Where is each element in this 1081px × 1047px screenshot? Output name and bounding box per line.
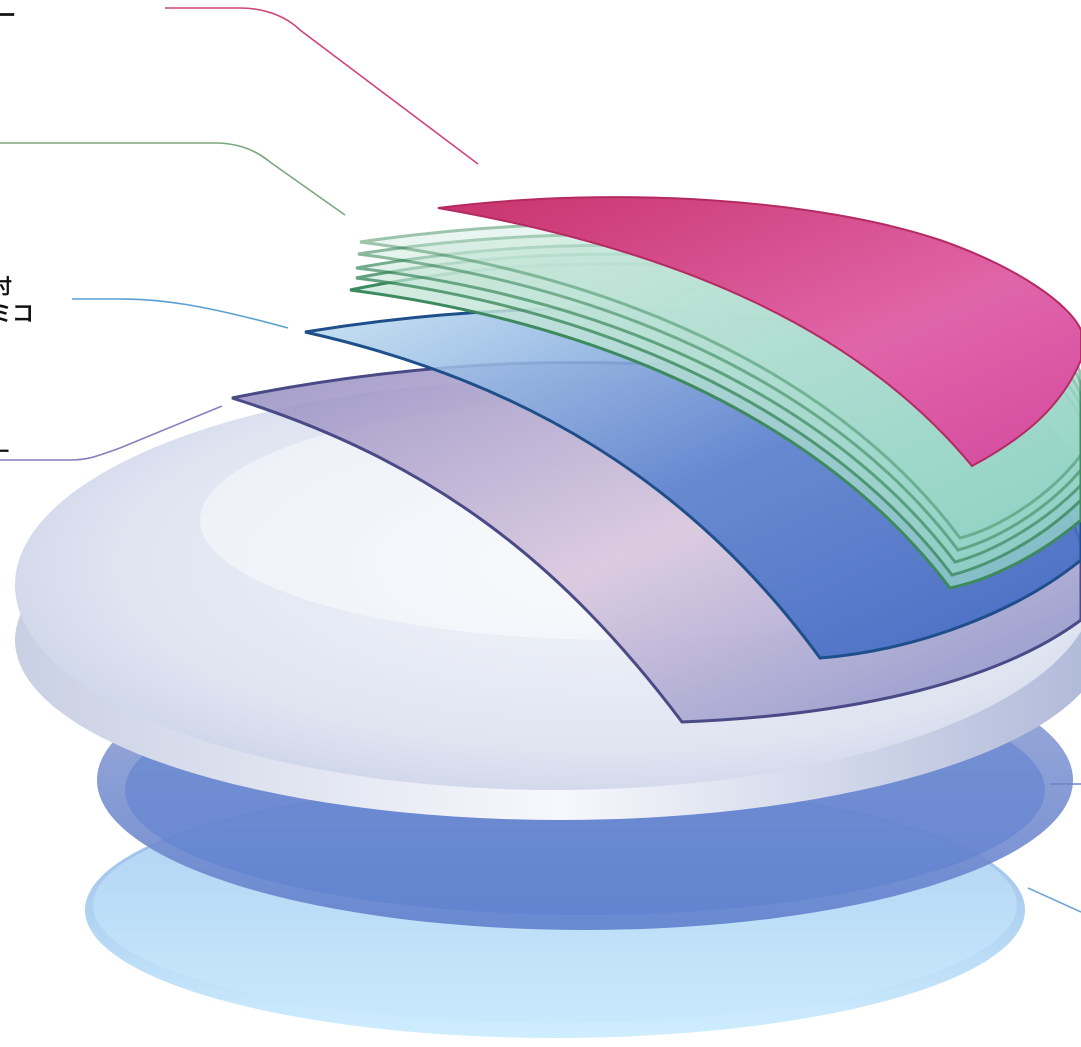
edge-label-low: ー xyxy=(0,444,10,462)
leader-line-pink xyxy=(165,8,478,164)
leader-line-blue xyxy=(72,299,288,328)
leader-line-bottom xyxy=(1028,888,1081,912)
edge-label-top: ー xyxy=(0,6,16,28)
leader-line-green xyxy=(0,143,345,215)
edge-label-mid-2: ミコ xyxy=(0,304,34,326)
edge-label-mid-1: 付 xyxy=(0,276,12,296)
